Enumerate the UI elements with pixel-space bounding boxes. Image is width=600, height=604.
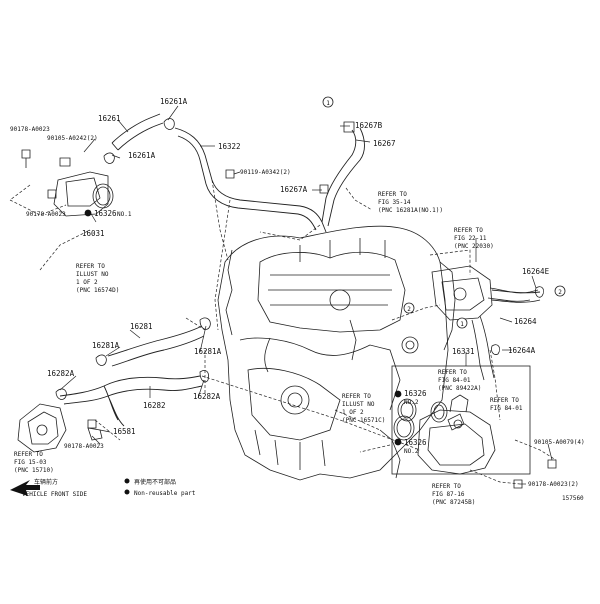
label-16282: 16282 xyxy=(143,401,166,410)
pump-group-box xyxy=(391,365,531,475)
marker-2-right-text: 2 xyxy=(558,289,562,296)
dashed-leaders xyxy=(9,179,557,485)
label-90105-a0079: 90105-A0079(4) xyxy=(534,439,585,446)
refer-note-fig84a: REFER TO FIG 84-01 (PNC 89422A) xyxy=(438,369,481,392)
label-16581: 16581 xyxy=(113,427,136,436)
refer-note-fig15: REFER TO FIG 15-03 (PNC 15710) xyxy=(14,451,54,474)
part-labels: 16261 16261A 16261A 16322 16267B 16267 1… xyxy=(10,97,585,488)
ref-fig15-line1: REFER TO xyxy=(14,451,43,458)
engine-block xyxy=(217,225,456,481)
nonreusable-bullet-icon xyxy=(124,478,130,484)
label-16264: 16264 xyxy=(514,317,537,326)
water-pump-assembly xyxy=(417,394,496,475)
ref-fig15-line3: (PNC 15710) xyxy=(14,467,54,474)
ref-fig84b-line1: REFER TO xyxy=(490,397,519,404)
label-16281: 16281 xyxy=(130,322,153,331)
ref-fig84a-line2: FIG 84-01 xyxy=(438,377,471,384)
front-arrow-icon xyxy=(10,480,40,496)
label-16261a-top: 16261A xyxy=(160,97,188,106)
refer-note-fig22: REFER TO FIG 22-11 (PNC 22030) xyxy=(454,227,494,250)
label-16331: 16331 xyxy=(452,347,475,356)
label-16031: 16031 xyxy=(82,229,105,238)
refer-note-fig84b: REFER TO FIG 84-01 xyxy=(490,397,523,412)
marker-1-mid-text: 1 xyxy=(460,321,464,328)
ref-fig87-line2: FIG 87-16 xyxy=(432,491,465,498)
label-90119: 90119-A0342(2) xyxy=(240,169,291,176)
ref-illust2-line2: ILLUST NO xyxy=(342,401,375,408)
circle-marker-2-right: 2 xyxy=(554,285,566,297)
ref-illust2-line4: (PNC 16571C) xyxy=(342,417,385,424)
water-outlet-housing xyxy=(431,265,539,381)
ref-fig15-line2: FIG 15-03 xyxy=(14,459,47,466)
marker-1-top-text: 1 xyxy=(326,100,330,107)
ref-illust1-line3: 1 OF 2 xyxy=(76,279,98,286)
ref-fig87-line1: REFER TO xyxy=(432,483,461,490)
circle-marker-1-top: 1 xyxy=(322,96,334,108)
ref-fig84b-line2: FIG 84-01 xyxy=(490,405,523,412)
label-16322: 16322 xyxy=(218,142,241,151)
ref-illust2-line3: 1 OF 2 xyxy=(342,409,364,416)
label-16282a-right: 16282A xyxy=(193,392,221,401)
refer-note-fig87: REFER TO FIG 87-16 (PNC 87245B) xyxy=(432,483,475,506)
ref-illust2-line1: REFER TO xyxy=(342,393,371,400)
ref-fig84a-line3: (PNC 89422A) xyxy=(438,385,481,392)
ref-fig22-line2: FIG 22-11 xyxy=(454,235,487,242)
label-16281a-left: 16281A xyxy=(92,341,120,350)
refer-note-illust1: REFER TO ILLUST NO 1 OF 2 (PNC 16574D) xyxy=(76,263,119,294)
ref-fig87-line3: (PNC 87245B) xyxy=(432,499,475,506)
label-90105-left: 90105-A0242(2) xyxy=(47,135,98,142)
hoses xyxy=(59,113,541,427)
ref-fig35-line1: REFER TO xyxy=(378,191,407,198)
label-16326-lower-suffix: NO.2 xyxy=(404,448,419,455)
label-16261a-left: 16261A xyxy=(128,151,156,160)
leader-lines xyxy=(59,105,553,485)
label-16261: 16261 xyxy=(98,114,121,123)
label-16326-lower: 16326 xyxy=(404,438,427,447)
label-90178-bottom: 90178-A0023 xyxy=(64,443,104,450)
ref-fig22-line3: (PNC 22030) xyxy=(454,243,494,250)
label-16267b: 16267B xyxy=(355,121,383,130)
label-16264a: 16264A xyxy=(508,346,536,355)
circle-marker-2-mid: 2 xyxy=(403,302,415,314)
ref-fig35-line2: FIG 35-14 xyxy=(378,199,411,206)
marker-2-mid-text: 2 xyxy=(407,306,411,313)
ref-illust1-line4: (PNC 16574D) xyxy=(76,287,119,294)
ref-illust1-line1: REFER TO xyxy=(76,263,105,270)
legend-front-en: VEHICLE FRONT SIDE xyxy=(22,491,87,498)
label-16267: 16267 xyxy=(373,139,396,148)
label-16326-upper-suffix: NO.2 xyxy=(404,399,419,406)
nonreusable-bullet-icon-2 xyxy=(124,489,130,495)
label-16326-no1-suffix: NO.1 xyxy=(117,211,132,218)
ref-illust1-line2: ILLUST NO xyxy=(76,271,109,278)
label-16326-no1: 16326 xyxy=(94,209,117,218)
refer-note-illust2: REFER TO ILLUST NO 1 OF 2 (PNC 16571C) xyxy=(342,393,385,424)
label-16264e: 16264E xyxy=(522,267,550,276)
legend-front-cn: 车辆前方 xyxy=(34,478,58,486)
nonreusable-dots xyxy=(84,209,402,446)
label-90178-top: 90178-A0023 xyxy=(10,126,50,133)
label-90178-a0023-2: 90178-A0023(2) xyxy=(528,481,579,488)
ref-fig35-line3: (PNC 16281A(NO.1)) xyxy=(378,207,443,214)
label-16267a: 16267A xyxy=(280,185,308,194)
ref-fig22-line1: REFER TO xyxy=(454,227,483,234)
label-16281a-right: 16281A xyxy=(194,347,222,356)
legend-nonreuse-en: Non-reusable part xyxy=(134,490,196,497)
ref-fig84a-line1: REFER TO xyxy=(438,369,467,376)
label-16326-upper: 16326 xyxy=(404,389,427,398)
label-90178-left2: 90178-A0023 xyxy=(26,211,66,218)
label-16282a-left: 16282A xyxy=(47,369,75,378)
legend: 车辆前方 VEHICLE FRONT SIDE 再使用不可部品 Non-reus… xyxy=(10,478,196,498)
figure-code: 157560 xyxy=(562,495,584,502)
circle-marker-1-mid: 1 xyxy=(456,317,468,329)
legend-nonreuse-cn: 再使用不可部品 xyxy=(134,478,176,486)
refer-note-fig35: REFER TO FIG 35-14 (PNC 16281A(NO.1)) xyxy=(378,191,443,214)
